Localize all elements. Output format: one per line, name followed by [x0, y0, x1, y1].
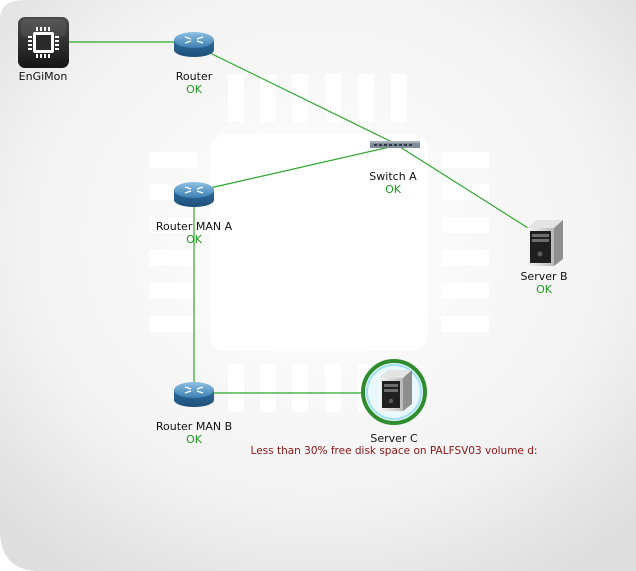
node-server-c[interactable]: Server C Less than 30% free disk space o…	[244, 432, 544, 458]
status-text: OK	[186, 233, 202, 246]
chip-icon[interactable]	[18, 17, 69, 68]
node-label: Router MAN B	[155, 420, 233, 433]
node-switch-a[interactable]: Switch A OK	[353, 170, 433, 196]
network-links	[68, 41, 529, 394]
link-router-switch-a	[207, 51, 395, 144]
router-man-a-icon[interactable]	[174, 182, 214, 207]
status-text: OK	[385, 183, 401, 196]
status-text: OK	[186, 83, 202, 96]
server-c-icon[interactable]	[361, 359, 427, 425]
node-label: Switch A	[369, 170, 417, 183]
node-router-man-a[interactable]: Router MAN A OK	[144, 220, 244, 246]
node-label: Router	[175, 70, 213, 83]
node-label: EnGiMon	[18, 70, 68, 83]
node-label: Server B	[520, 270, 568, 283]
node-router[interactable]: Router OK	[154, 70, 234, 96]
node-engimon[interactable]: EnGiMon	[13, 70, 73, 83]
switch-icon[interactable]	[370, 141, 420, 148]
router-man-b-icon[interactable]	[174, 382, 214, 407]
router-icon[interactable]	[174, 32, 214, 57]
status-text: OK	[186, 433, 202, 446]
node-label: Router MAN A	[155, 220, 233, 233]
alert-text: Less than 30% free disk space on PALFSV0…	[250, 445, 538, 457]
link-router-man-a-switch-a	[209, 145, 395, 189]
node-label: Server C	[370, 432, 418, 445]
node-router-man-b[interactable]: Router MAN B OK	[144, 420, 244, 446]
chip-watermark	[149, 74, 489, 412]
server-b-icon[interactable]	[527, 220, 563, 266]
status-text: OK	[536, 283, 552, 296]
node-server-b[interactable]: Server B OK	[504, 270, 584, 296]
link-switch-a-server-b	[399, 146, 529, 229]
